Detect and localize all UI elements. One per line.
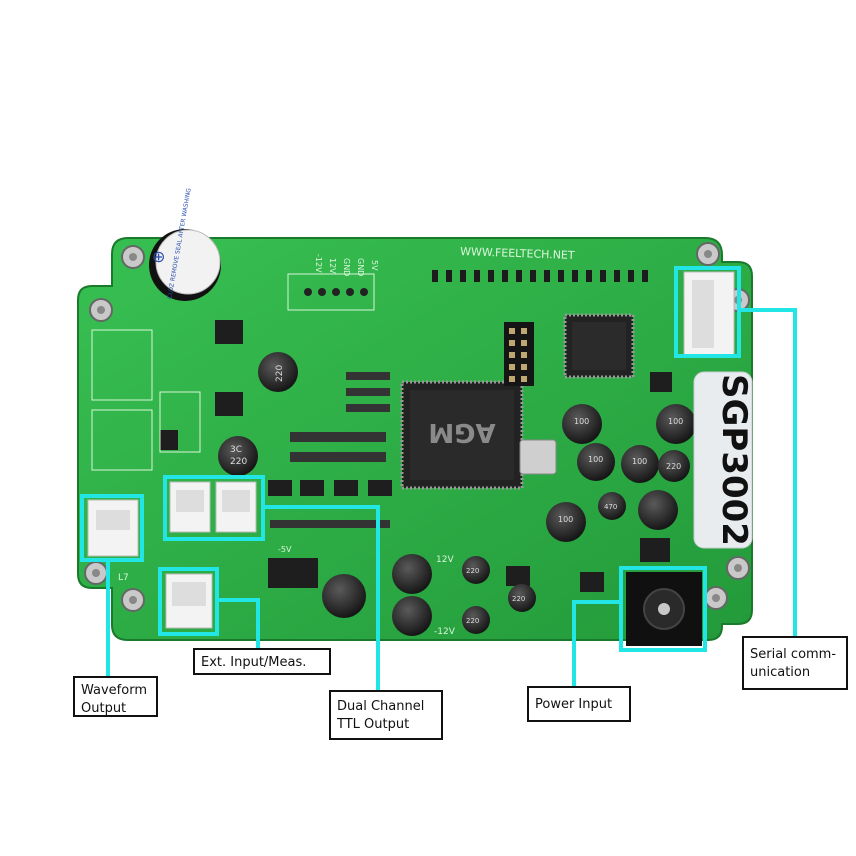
cap-label: 100 [632, 457, 647, 466]
callout-ttl-output: Dual Channel TTL Output [329, 690, 443, 740]
mcu-chip [563, 313, 635, 379]
cap-label: 3C [230, 445, 242, 455]
leader-lines [106, 308, 797, 690]
cap-label: 220 [230, 457, 247, 467]
callout-power-input: Power Input [527, 686, 631, 722]
cap-label: 100 [588, 455, 603, 464]
model-number: SGP3002 [714, 374, 754, 546]
silk-label: -12V [434, 627, 456, 637]
dc-jack-icon [626, 572, 702, 646]
smd-chips [160, 320, 672, 592]
resistor-array [270, 372, 390, 528]
chip-logo: AGM [428, 417, 495, 447]
pin-label: 5V [370, 260, 379, 271]
cap-label: 100 [558, 515, 573, 524]
callout-ext-input: Ext. Input/Meas. [193, 648, 331, 675]
leader-power [572, 600, 621, 686]
cap-label: 220 [466, 617, 479, 625]
pin-label: GND [342, 258, 351, 276]
pin-label: GND [356, 258, 365, 276]
silk-outlines [91, 329, 201, 471]
callout-waveform-output: Waveform Output [73, 676, 158, 717]
cap-label: 220 [275, 365, 285, 382]
leader-serial [739, 308, 797, 636]
cap-label: 470 [604, 503, 617, 511]
leader-ttl [263, 505, 380, 690]
capacitor-group: 220 3C 220 100 100 100 100 220 470 100 2… [218, 352, 696, 636]
pcb-board: WWW.FEELTECH.NET ⊕ CLOZ REMOVE SEAL AFTE… [77, 187, 754, 646]
crystal [519, 439, 557, 475]
svg-text:⊕: ⊕ [152, 247, 165, 266]
jst-connectors [87, 271, 735, 629]
cap-label: 220 [512, 595, 525, 603]
highlight-power [619, 566, 707, 652]
silk-url: WWW.FEELTECH.NET [460, 245, 575, 262]
pin-label: -12V [314, 254, 323, 273]
model-sticker: SGP3002 [693, 371, 754, 549]
callout-serial-communication: Serial comm- unication [742, 636, 848, 690]
cap-label: 100 [668, 417, 683, 426]
mounting-screw-icon [84, 242, 750, 612]
jtag-header [504, 322, 534, 386]
pin-header-row [432, 270, 648, 282]
cap-label: 100 [574, 417, 589, 426]
buzzer-icon: ⊕ CLOZ REMOVE SEAL AFTER WASHING [149, 187, 221, 301]
silk-label: -5V [278, 545, 292, 554]
highlight-waveform [80, 494, 144, 562]
main-chip: AGM [400, 380, 524, 490]
pin-label: 12V [328, 258, 337, 274]
silk-label: L7 [118, 573, 129, 583]
leader-extinput [217, 598, 260, 648]
cap-label: 220 [666, 462, 681, 471]
power-header: 5V GND GND 12V -12V [287, 254, 379, 311]
cap-label: 220 [466, 567, 479, 575]
silk-label: 12V [436, 555, 454, 565]
